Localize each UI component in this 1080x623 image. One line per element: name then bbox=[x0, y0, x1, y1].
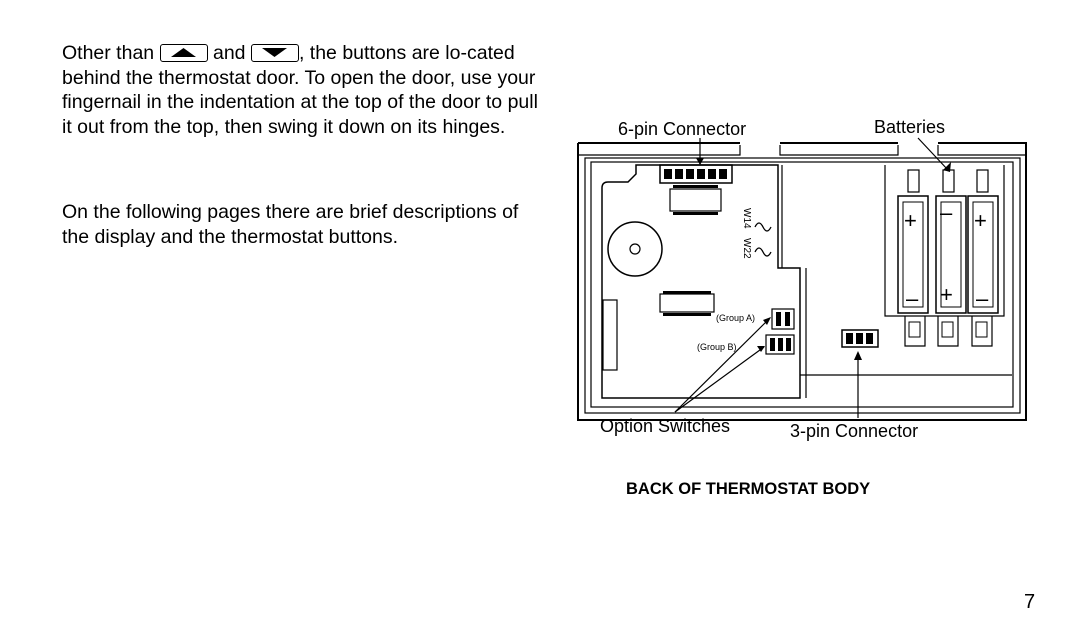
battery-2-minus-sign: – bbox=[940, 200, 953, 225]
label-w22: W22 bbox=[741, 238, 752, 259]
label-group-b: (Group B) bbox=[697, 342, 737, 352]
label-group-a: (Group A) bbox=[716, 313, 755, 323]
intro-text-and: and bbox=[212, 42, 246, 64]
label-3pin-connector: 3-pin Connector bbox=[790, 421, 918, 441]
intro-paragraph: Other than and , the buttons are lo-cate… bbox=[62, 41, 540, 139]
down-arrow-key-icon bbox=[250, 44, 299, 62]
intro-text-start: Other than bbox=[62, 42, 155, 64]
battery-2-plus-sign: + bbox=[940, 282, 953, 307]
battery-3-minus-sign: – bbox=[976, 286, 989, 311]
intro-text-rest: , the buttons are lo-cated behind the th… bbox=[62, 42, 538, 138]
descriptions-paragraph: On the following pages there are brief d… bbox=[62, 201, 519, 248]
battery-1-minus-sign: – bbox=[906, 286, 919, 311]
page-number: 7 bbox=[1024, 591, 1036, 613]
figure-caption: BACK OF THERMOSTAT BODY bbox=[626, 480, 871, 498]
label-batteries: Batteries bbox=[874, 117, 945, 137]
label-w14: W14 bbox=[741, 208, 752, 229]
battery-1-plus-sign: + bbox=[904, 208, 917, 233]
label-option-switches: Option Switches bbox=[600, 416, 730, 436]
up-arrow-key-icon bbox=[159, 44, 208, 62]
label-6pin-connector: 6-pin Connector bbox=[618, 119, 746, 139]
battery-3-plus-sign: + bbox=[974, 208, 987, 233]
